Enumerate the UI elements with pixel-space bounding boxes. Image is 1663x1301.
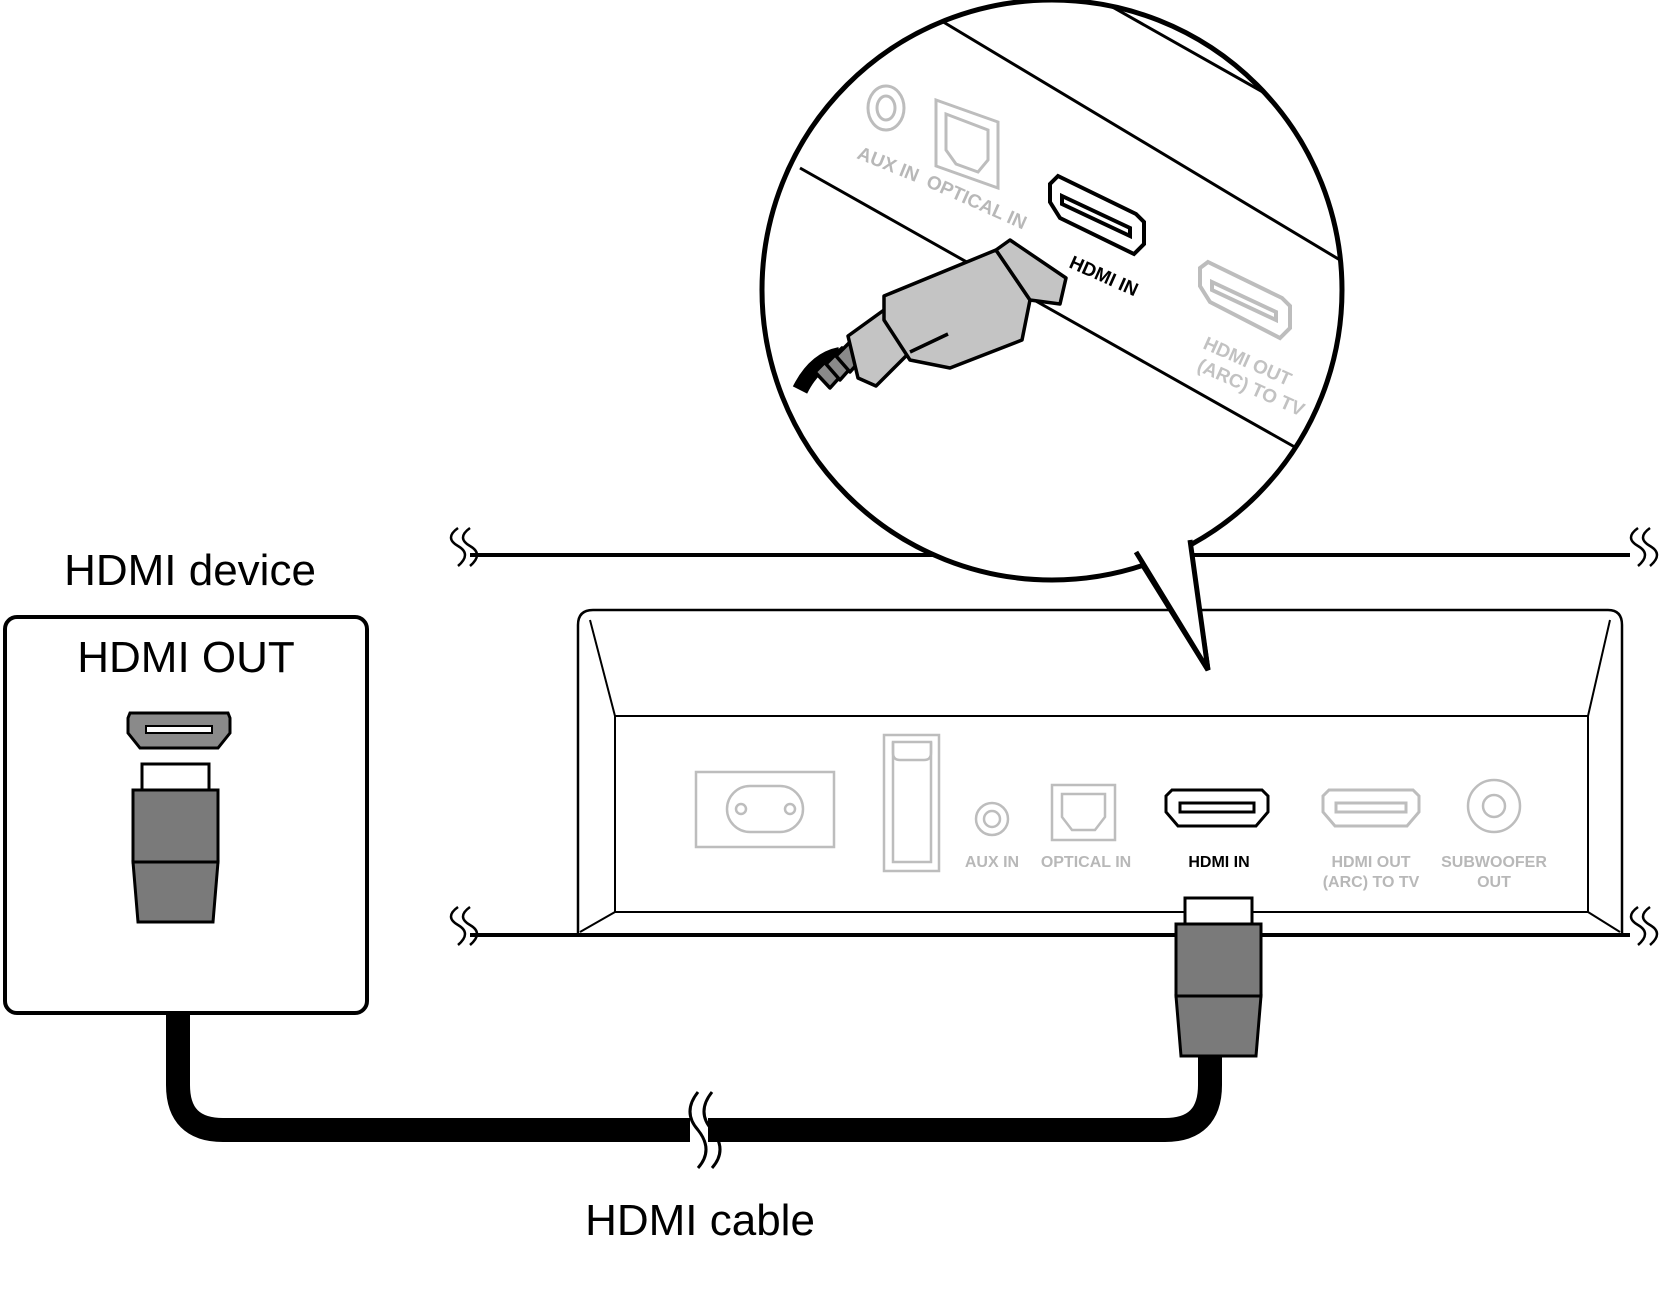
device-hdmi-out-port-icon — [126, 711, 232, 750]
zoom-hdmi-out-port-icon — [1198, 259, 1292, 341]
aux-in-jack-icon — [974, 801, 1010, 837]
break-marks — [449, 526, 1659, 946]
zoom-optical-in-port-icon — [934, 97, 1000, 191]
aux-in-label: AUX IN — [965, 854, 1019, 871]
device-side-hdmi-plug-icon — [131, 762, 220, 924]
hdmi-device-title: HDMI device — [64, 546, 316, 595]
service-port-icon — [882, 733, 941, 873]
soundbar-side-hdmi-plug-icon — [1174, 896, 1263, 1058]
subwoofer-out-label-line2: OUT — [1477, 874, 1511, 891]
hdmi-out-label-line1: HDMI OUT — [1331, 854, 1410, 871]
optical-in-label: OPTICAL IN — [1041, 854, 1131, 871]
zoom-aux-in-jack-icon — [866, 84, 906, 132]
power-inlet-icon — [694, 770, 836, 849]
hdmi-out-device-label: HDMI OUT — [77, 633, 295, 682]
hdmi-in-port-icon — [1164, 788, 1270, 828]
subwoofer-out-jack-icon — [1466, 778, 1522, 834]
zoom-hdmi-in-port-icon — [1048, 173, 1146, 257]
hdmi-in-label: HDMI IN — [1188, 854, 1249, 871]
hdmi-out-label-line2: (ARC) TO TV — [1323, 874, 1420, 891]
hdmi-out-arc-port-icon — [1321, 788, 1421, 828]
cable-break-mark — [688, 1091, 722, 1169]
zoom-callout: AUX IN OPTICAL IN HDMI IN HDMI OUT (ARC)… — [759, 0, 1345, 672]
zoom-hdmi-plug-icon — [792, 238, 1068, 394]
hdmi-cable-label: HDMI cable — [585, 1196, 815, 1245]
soundbar-rear-panel — [576, 608, 1624, 933]
optical-in-port-icon — [1050, 783, 1117, 842]
subwoofer-out-label-line1: SUBWOOFER — [1441, 854, 1547, 871]
